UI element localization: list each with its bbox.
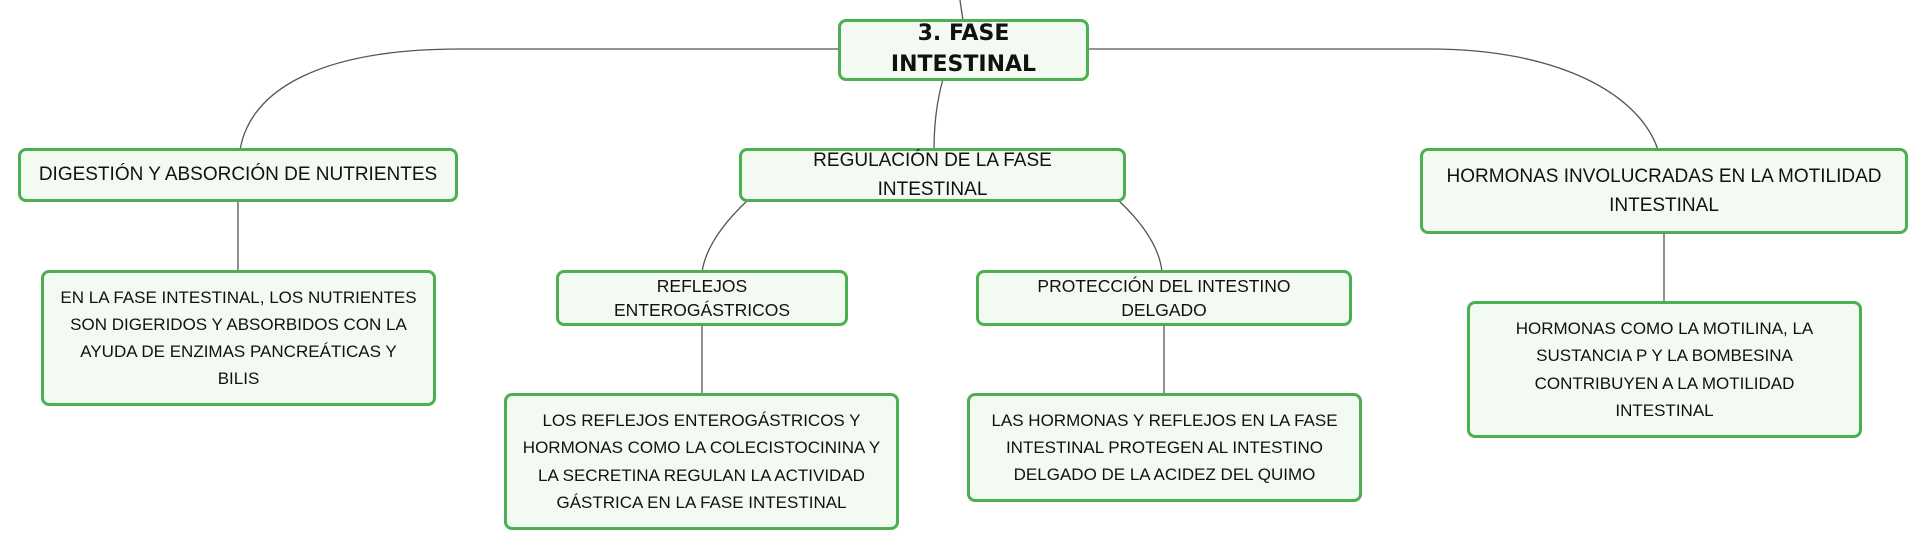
root-node[interactable]: 3. FASE INTESTINAL <box>838 19 1089 81</box>
topic-regulation-label: REGULACIÓN DE LA FASE INTESTINAL <box>813 149 1052 200</box>
leaf-hormones-node[interactable]: HORMONAS COMO LA MOTILINA, LA SUSTANCIA … <box>1467 301 1862 438</box>
leaf-protection-node[interactable]: LAS HORMONAS Y REFLEJOS EN LA FASE INTES… <box>967 393 1362 502</box>
connector-regulation-to-protection <box>1117 199 1163 273</box>
topic-regulation-node[interactable]: REGULACIÓN DE LA FASE INTESTINAL <box>739 148 1126 202</box>
topic-digestion-node[interactable]: DIGESTIÓN Y ABSORCIÓN DE NUTRIENTES <box>18 148 458 202</box>
connector-regulation-to-reflexes <box>701 199 749 273</box>
connector-root-to-digestion <box>239 48 840 151</box>
subtopic-protection-label: PROTECCIÓN DEL INTESTINO DELGADO <box>1037 275 1291 321</box>
connector-root-to-hormones <box>1088 48 1659 151</box>
leaf-protection-label: LAS HORMONAS Y REFLEJOS EN LA FASE INTES… <box>991 410 1338 485</box>
leaf-hormones-label: HORMONAS COMO LA MOTILINA, LA SUSTANCIA … <box>1515 319 1814 420</box>
topic-digestion-label: DIGESTIÓN Y ABSORCIÓN DE NUTRIENTES <box>38 164 438 186</box>
topic-hormones-label: HORMONAS INVOLUCRADAS EN LA MOTILIDAD IN… <box>1446 165 1882 216</box>
connector-root-to-regulation <box>933 78 944 151</box>
leaf-digestion-label: EN LA FASE INTESTINAL, LOS NUTRIENTES SO… <box>60 287 417 389</box>
leaf-reflexes-node[interactable]: LOS REFLEJOS ENTEROGÁSTRICOS Y HORMONAS … <box>504 393 899 530</box>
root-label: 3. FASE INTESTINAL <box>890 21 1037 77</box>
subtopic-reflexes-label: REFLEJOS ENTEROGÁSTRICOS <box>614 275 790 321</box>
subtopic-protection-node[interactable]: PROTECCIÓN DEL INTESTINO DELGADO <box>976 270 1352 326</box>
subtopic-reflexes-node[interactable]: REFLEJOS ENTEROGÁSTRICOS <box>556 270 848 326</box>
leaf-digestion-node[interactable]: EN LA FASE INTESTINAL, LOS NUTRIENTES SO… <box>41 270 436 406</box>
leaf-reflexes-label: LOS REFLEJOS ENTEROGÁSTRICOS Y HORMONAS … <box>522 411 881 512</box>
connector-parent-to-root <box>959 0 964 21</box>
topic-hormones-node[interactable]: HORMONAS INVOLUCRADAS EN LA MOTILIDAD IN… <box>1420 148 1908 234</box>
